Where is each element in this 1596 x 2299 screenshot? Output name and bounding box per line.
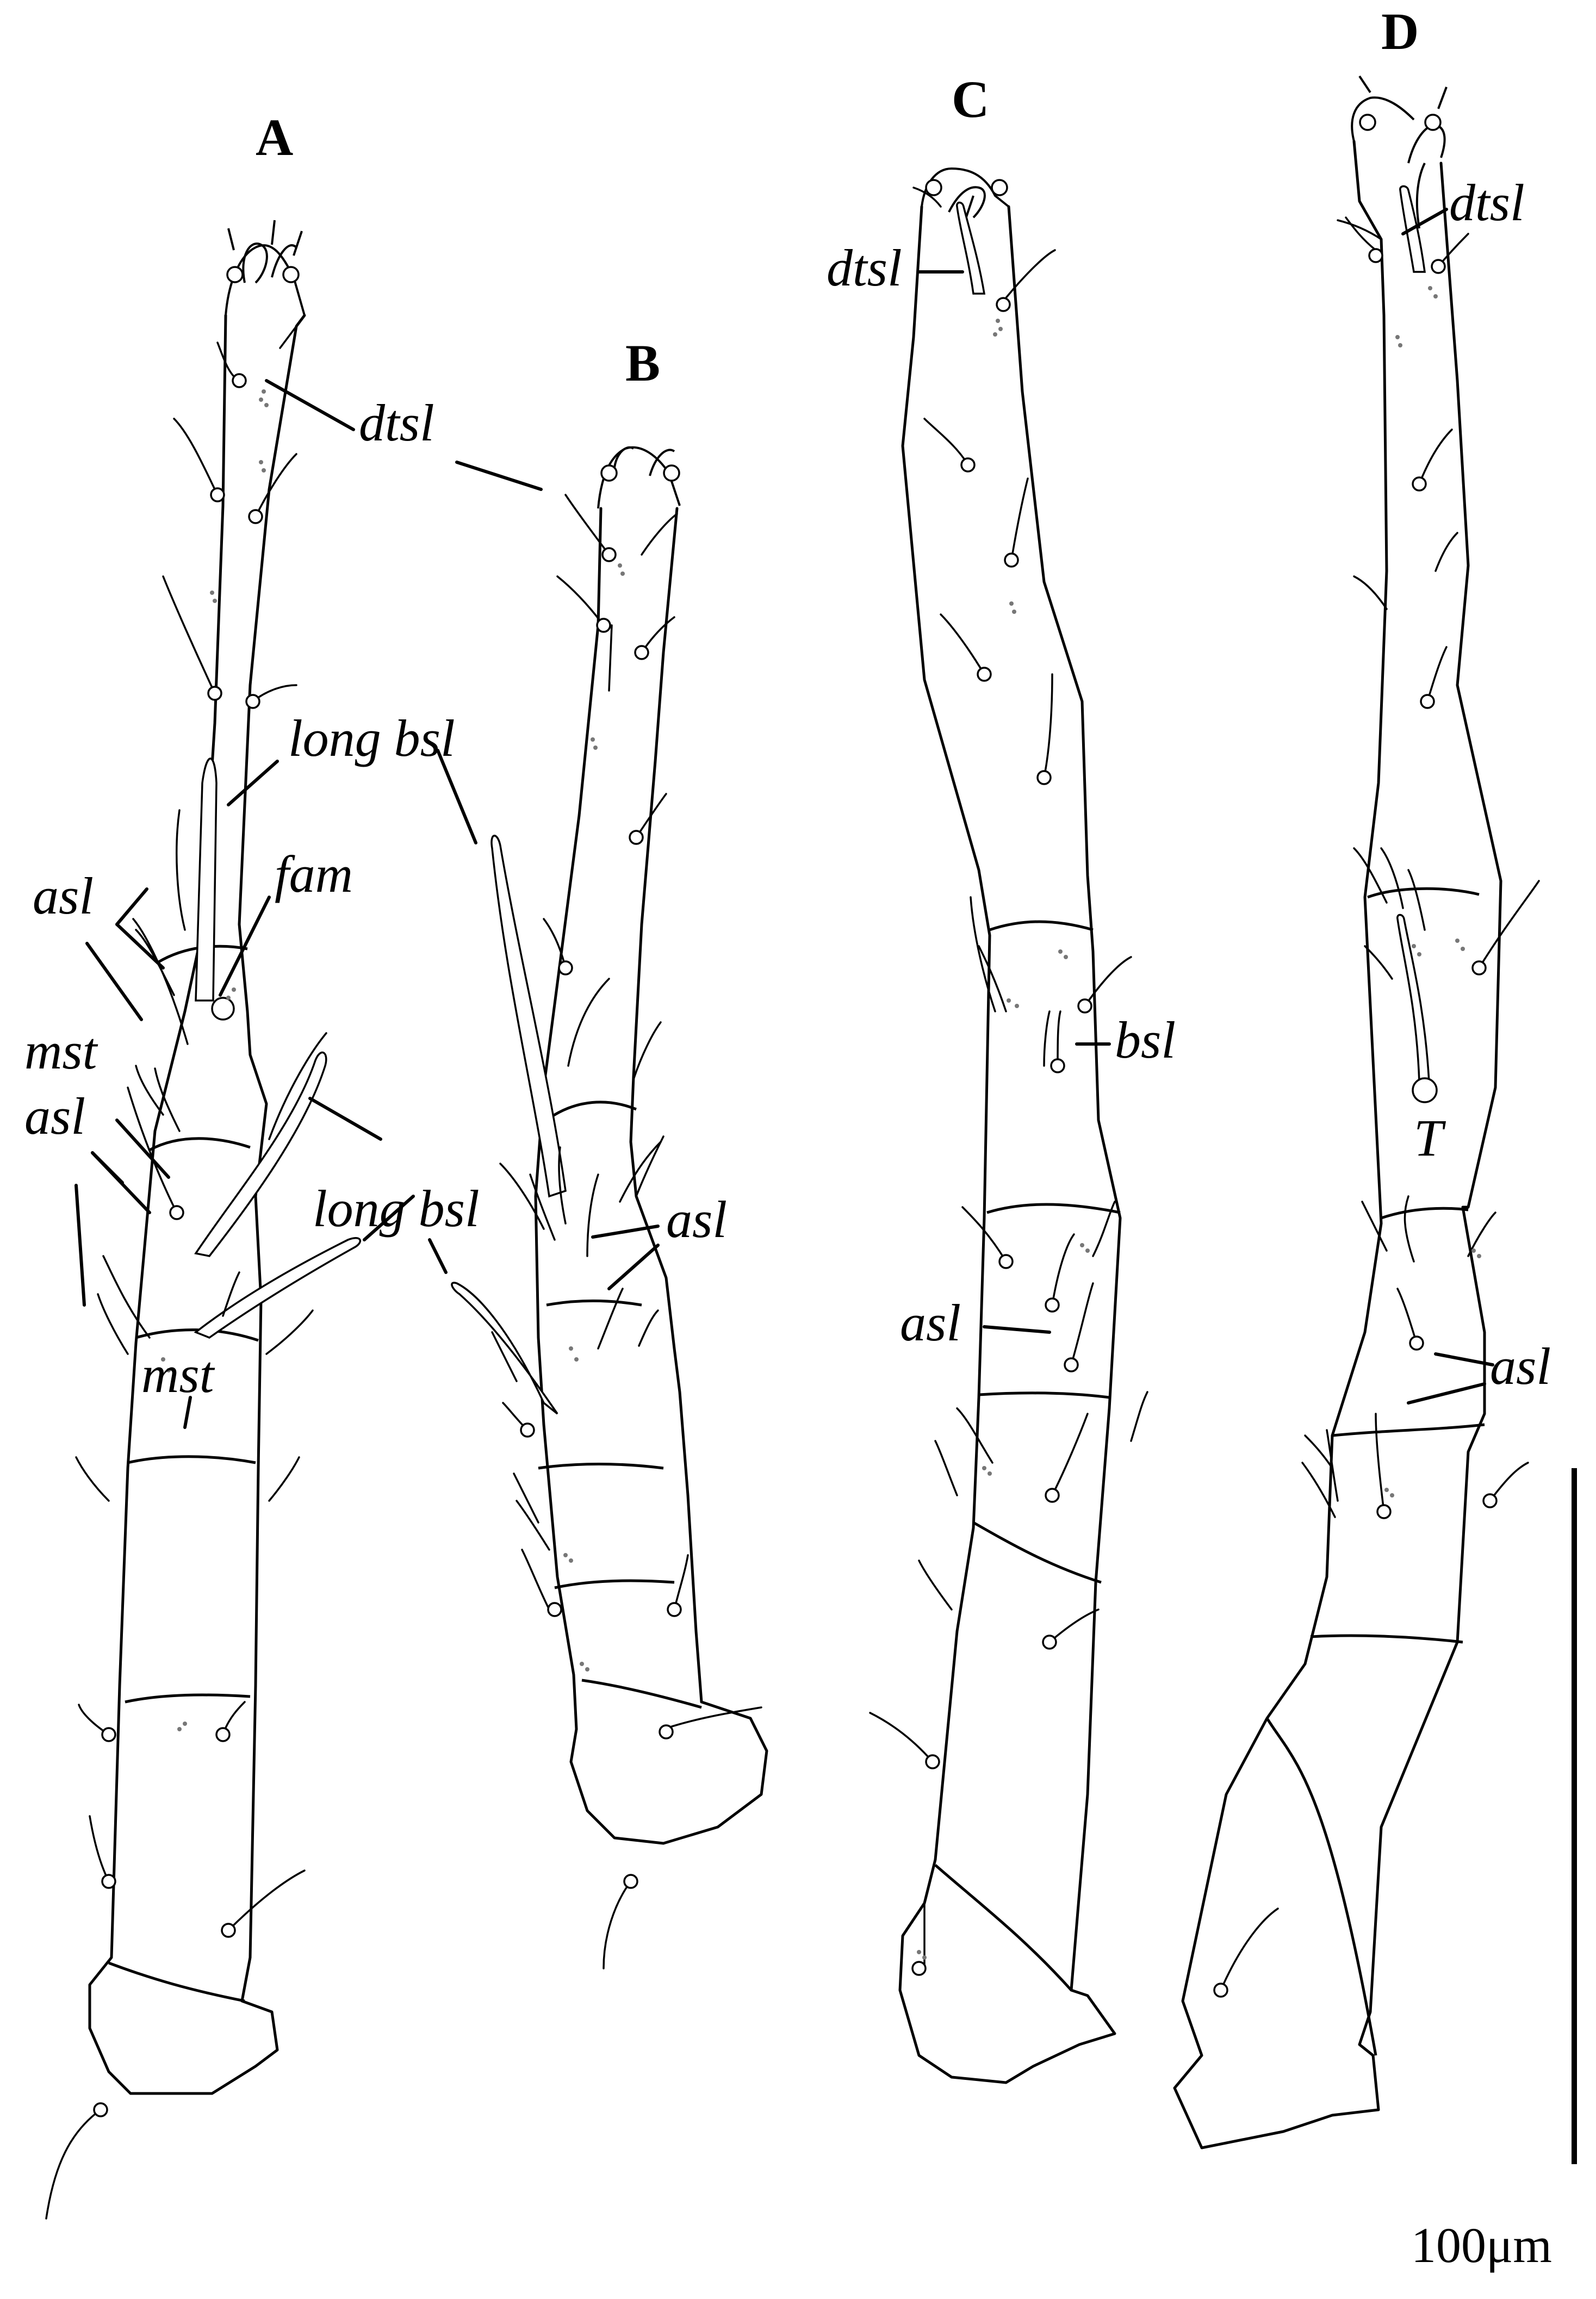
scale-bar-label: 100μm <box>1411 2217 1552 2273</box>
panel-a-long-bsl-1 <box>195 757 218 1002</box>
panel-d: D <box>1173 2 1551 2149</box>
panel-c-sensory-dots <box>917 319 1090 1960</box>
panel-a: A <box>24 108 480 2220</box>
panel-a-mst-lower-label: mst <box>141 1345 215 1403</box>
panel-c-claw <box>921 167 1010 229</box>
panel-d-claw <box>1351 75 1448 229</box>
panel-c-letter: C <box>952 70 989 128</box>
panel-a-long-bsl-label-top: long bsl <box>288 709 455 767</box>
panel-a-long-bsl-label-mid: long bsl <box>313 1179 480 1238</box>
panel-d-sensory-dots <box>1384 286 1481 1498</box>
panel-c-setae <box>869 187 1148 1976</box>
panel-b-sensory-dots <box>563 563 625 1672</box>
panel-b-leg-outline <box>534 507 768 1845</box>
panel-c-bsl-label: bsl <box>1115 1011 1176 1069</box>
panel-a-sensory-dots <box>161 389 269 1731</box>
panel-a-long-bsl-3 <box>194 1237 362 1339</box>
panel-a-mst-upper-label: mst <box>24 1022 98 1080</box>
panel-c: C <box>827 70 1176 2084</box>
panel-a-setae <box>45 325 327 2220</box>
panel-a-dtsl-label: dtsl <box>359 394 434 452</box>
panel-a-long-bsl-2 <box>194 1051 327 1257</box>
panel-a-fam <box>211 997 235 1021</box>
panel-d-t-sensillum-stalk <box>1396 914 1430 1083</box>
panel-b-long-bsl-1 <box>490 835 567 1198</box>
panel-c-leg-outline <box>898 205 1122 2084</box>
panel-b: B <box>436 334 768 1969</box>
panel-b-setae <box>491 494 762 1969</box>
panel-c-asl-label: asl <box>900 1294 961 1352</box>
panel-d-dtsl-label: dtsl <box>1449 173 1525 232</box>
panel-d-t-sensillum-bulb <box>1412 1077 1438 1103</box>
panel-b-asl-label: asl <box>666 1190 727 1248</box>
panel-c-dtsl-structure <box>956 201 986 295</box>
panel-a-fam-label: fam <box>275 845 353 903</box>
panel-d-leg-outline <box>1173 140 1502 2149</box>
panel-b-letter: B <box>625 334 660 392</box>
scale-bar: 100μm <box>1411 1468 1577 2273</box>
panel-b-claw <box>597 446 681 509</box>
panel-a-asl-lower-label: asl <box>24 1087 85 1145</box>
panel-c-dtsl-label: dtsl <box>827 239 902 297</box>
panel-a-asl-upper-label: asl <box>33 867 94 925</box>
panel-a-leg-outline <box>88 314 306 2095</box>
panel-b-long-bsl-2 <box>451 1282 558 1415</box>
panel-a-letter: A <box>256 108 293 166</box>
panel-a-claw <box>225 220 306 316</box>
panel-d-letter: D <box>1381 2 1419 60</box>
panel-d-t-label: T <box>1414 1109 1446 1167</box>
panel-d-setae <box>1213 216 1540 1998</box>
panel-d-asl-label: asl <box>1490 1337 1551 1395</box>
